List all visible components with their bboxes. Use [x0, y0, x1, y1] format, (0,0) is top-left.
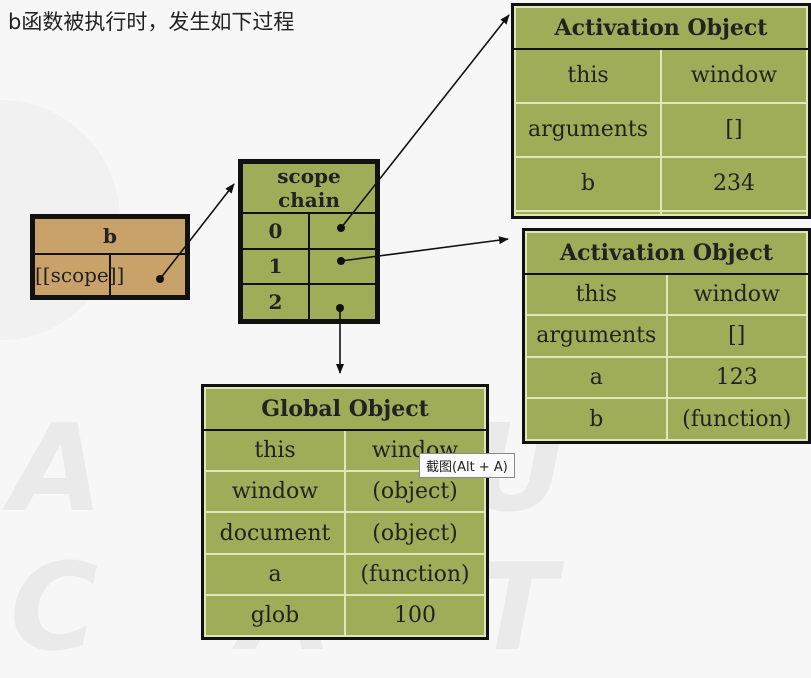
page-heading: b函数被执行时，发生如下过程: [8, 10, 295, 34]
pointer-dot-scope-2: [336, 304, 344, 312]
scope-chain-pointer-1: [308, 247, 377, 286]
ao1-key: [514, 209, 662, 217]
scope-chain-title: scope chain: [241, 162, 377, 214]
ao1-key: b: [514, 155, 662, 212]
pointer-arrows: [156, 14, 510, 374]
global-value: 100: [344, 593, 486, 638]
screenshot-tooltip: 截图(Alt + A): [419, 453, 515, 478]
b-box-scope-label: [[scope]]: [33, 252, 124, 298]
ao2-key: this: [525, 272, 668, 317]
activation-object-1-title: Activation Object: [514, 6, 808, 50]
ao1-key: this: [514, 47, 662, 104]
pointer-dot-scope-0: [337, 224, 345, 232]
scope-chain-pointer-2: [308, 283, 377, 321]
global-value: (object): [344, 511, 486, 555]
pointer-dot-b-scope: [156, 275, 164, 283]
ao1-value: []: [660, 101, 808, 158]
ao1-value: 234: [660, 155, 808, 212]
ao2-value: (function): [665, 397, 808, 441]
b-function-box: b [[scope]]: [30, 214, 190, 300]
scope-chain-index-2: 2: [241, 283, 310, 321]
global-key: window: [204, 470, 346, 514]
global-value: (object): [344, 470, 486, 514]
ao1-value: window: [660, 47, 808, 104]
global-key: glob: [204, 593, 346, 638]
ao2-key: arguments: [525, 314, 668, 358]
ao2-value: 123: [665, 355, 808, 400]
global-value: (function): [344, 552, 486, 596]
global-object-title: Global Object: [204, 386, 486, 432]
scope-chain-index-1: 1: [241, 247, 310, 286]
global-key: this: [204, 429, 346, 473]
scope-chain-box: scope chain 0 1 2: [238, 159, 380, 324]
arrow-b-to-scope-chain: [159, 183, 235, 280]
b-box-title: b: [33, 217, 187, 255]
ao2-key: b: [525, 397, 668, 441]
arrow-scope0-to-ao1: [340, 14, 510, 229]
activation-object-2-title: Activation Object: [525, 231, 808, 275]
ao2-value: window: [665, 272, 808, 317]
scope-chain-index-0: 0: [241, 212, 310, 250]
arrow-scope1-to-ao2: [340, 236, 509, 262]
global-key: a: [204, 552, 346, 596]
pointer-dot-scope-1: [337, 257, 345, 265]
global-key: document: [204, 511, 346, 555]
ao2-value: []: [665, 314, 808, 358]
ao1-value: [660, 209, 808, 217]
ao1-key: arguments: [514, 101, 662, 158]
ao2-key: a: [525, 355, 668, 400]
